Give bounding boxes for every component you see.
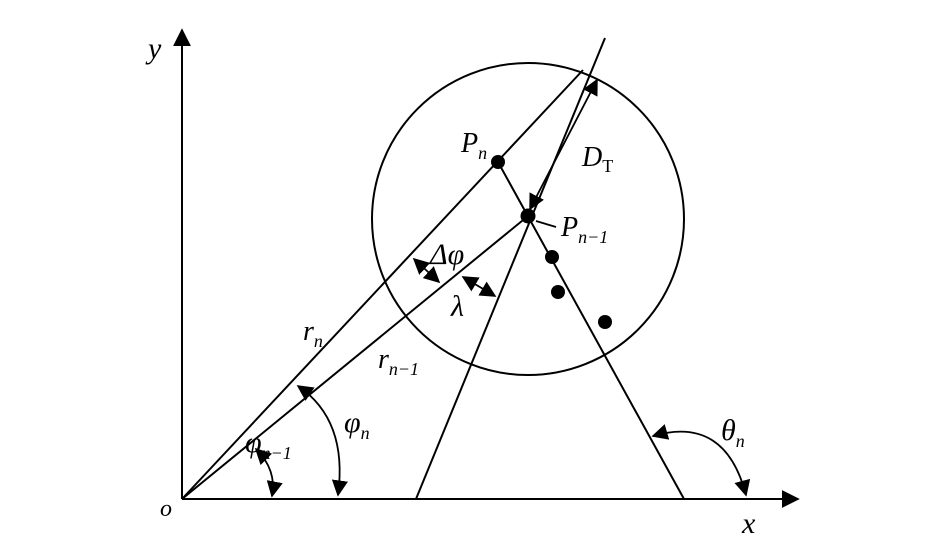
label-lambda: λ (450, 290, 464, 323)
pn1-leader-tick (535, 220, 557, 228)
phi-n1-arc (254, 447, 283, 498)
point-candidate-2 (551, 285, 565, 299)
dt-dimension-arrow (529, 78, 598, 211)
label-delta-phi: Δφ (429, 238, 464, 271)
label-phi-n: φn (344, 406, 370, 443)
label-pn1: Pn−1 (560, 212, 608, 247)
gate-circle (371, 62, 685, 376)
label-theta-n: θn (721, 414, 745, 451)
x-axis-label: x (741, 507, 756, 540)
label-dt: DT (581, 142, 613, 176)
point-pn1 (520, 208, 536, 224)
label-pn: Pn (460, 128, 487, 163)
point-candidate-3 (598, 315, 612, 329)
label-phi-n1: φn−1 (245, 426, 292, 463)
point-candidate-1 (545, 250, 559, 264)
label-rn1: rn−1 (378, 344, 419, 379)
range-line-rn (181, 69, 584, 500)
point-pn (491, 155, 505, 169)
delta-phi-arrow (412, 257, 441, 284)
y-axis-label: y (145, 32, 162, 65)
range-line-rn1 (181, 215, 529, 500)
lambda-arrow (461, 276, 497, 297)
origin-label: o (160, 496, 172, 522)
label-rn: rn (303, 316, 323, 351)
phi-n-arc (296, 385, 348, 497)
theta-n-arc (651, 424, 751, 497)
